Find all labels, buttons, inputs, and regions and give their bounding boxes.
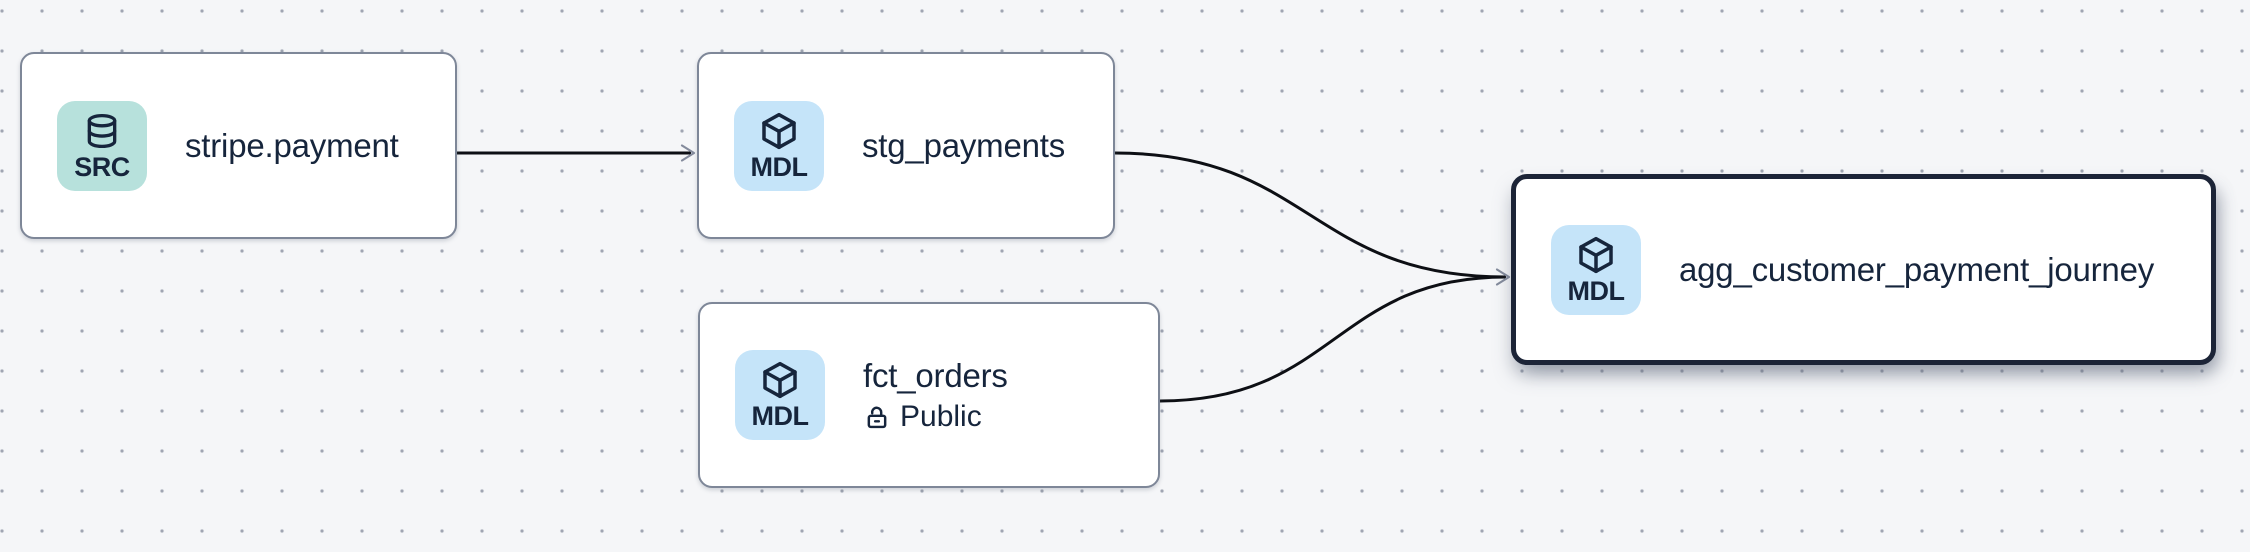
badge-label: SRC	[74, 151, 130, 182]
cube-icon	[763, 361, 797, 399]
node-fct-orders[interactable]: MDL fct_orders Public	[698, 302, 1160, 488]
edge-fct-orders-to-agg	[1159, 275, 1507, 403]
database-icon	[87, 113, 117, 148]
node-agg-customer-payment-journey[interactable]: MDL agg_customer_payment_journey	[1511, 174, 2216, 365]
cube-icon	[762, 112, 796, 149]
node-stripe-payment[interactable]: SRC stripe.payment	[20, 52, 457, 239]
node-title: stg_payments	[862, 126, 1066, 164]
model-badge: MDL	[1551, 224, 1641, 315]
arrowhead-icon	[680, 144, 696, 162]
edge-stg-payments-to-agg	[1114, 151, 1507, 279]
lock-open-icon	[867, 406, 887, 429]
model-badge: MDL	[735, 350, 825, 440]
cube-icon	[1579, 236, 1613, 273]
node-stg-payments[interactable]: MDL stg_payments	[697, 52, 1115, 239]
node-title: fct_orders	[863, 356, 1008, 394]
access-label: Public	[900, 400, 982, 434]
badge-label: MDL	[1567, 275, 1625, 306]
badge-label: MDL	[751, 401, 809, 431]
model-badge: MDL	[734, 100, 824, 191]
badge-label: MDL	[750, 151, 808, 182]
node-title: agg_customer_payment_journey	[1679, 250, 2155, 288]
source-badge: SRC	[57, 100, 147, 191]
node-title: stripe.payment	[185, 126, 399, 164]
access-status: Public	[863, 400, 1008, 433]
arrowhead-icon	[1495, 268, 1511, 286]
